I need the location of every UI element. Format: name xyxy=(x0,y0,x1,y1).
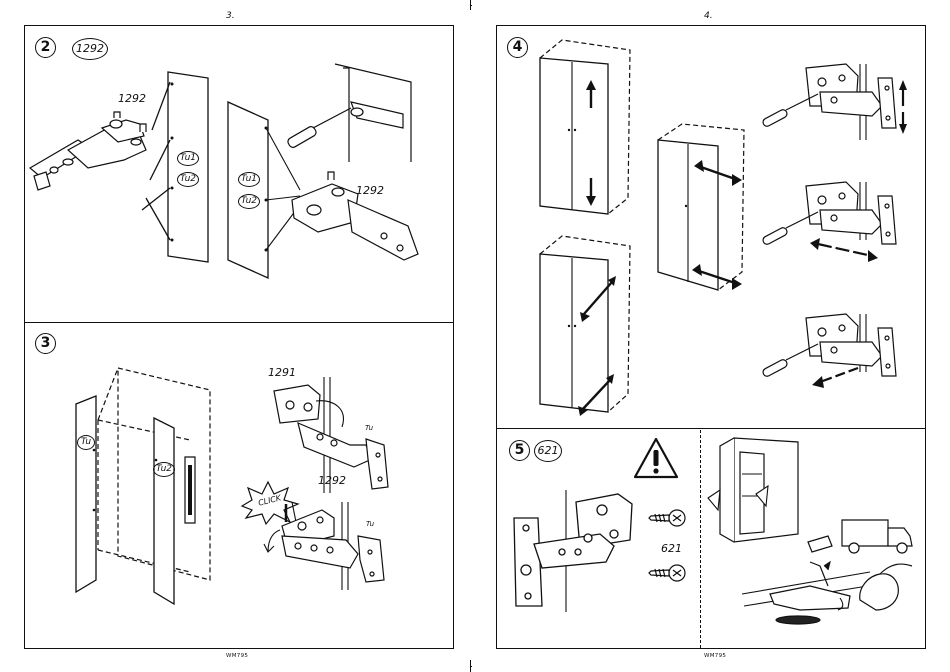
screw-code-label: 621 xyxy=(661,542,682,555)
hinge-icon xyxy=(268,375,403,495)
door-marker: Tu2 xyxy=(153,462,175,477)
page-right: 4. WM795 4 xyxy=(472,0,950,672)
door-panel xyxy=(140,70,220,270)
section-divider xyxy=(24,322,454,323)
hinge-icon xyxy=(506,488,636,613)
step-number: 2 xyxy=(35,37,56,58)
page-number: 4. xyxy=(704,11,713,21)
step-number: 5 xyxy=(509,440,530,461)
section-divider xyxy=(496,428,926,429)
page-footer: WM795 xyxy=(226,653,248,659)
hinge-marker: Tu1 xyxy=(177,151,199,166)
section-divider-dashed xyxy=(700,430,701,648)
hinge-marker: Tu1 xyxy=(238,172,260,187)
wardrobe-carcass xyxy=(70,360,220,605)
hinge-adjust-depth-icon xyxy=(760,312,910,397)
truck-icon xyxy=(806,512,921,557)
door-handle xyxy=(183,455,197,525)
screw-icon xyxy=(647,561,687,585)
part-code-badge: 1292 xyxy=(72,38,108,60)
hand-icon xyxy=(740,560,915,630)
hinge-icon xyxy=(262,500,402,595)
hinge-marker: Tu2 xyxy=(177,172,199,187)
wardrobe-open-icon xyxy=(706,436,802,546)
screwdriver-icon xyxy=(285,62,415,162)
step-number: 4 xyxy=(507,37,528,58)
door-marker: Tu xyxy=(77,435,95,450)
wardrobe-adjust-horizontal xyxy=(652,122,762,297)
wardrobe-adjust-depth xyxy=(532,234,642,416)
warning-triangle-icon xyxy=(632,436,680,480)
step-number: 3 xyxy=(35,333,56,354)
part-code-badge: 621 xyxy=(534,440,562,462)
hinge-adjust-vertical-icon xyxy=(760,62,910,142)
page-number: 3. xyxy=(226,11,235,21)
hinge-icon xyxy=(288,170,428,265)
wardrobe-adjust-vertical xyxy=(532,38,642,218)
screw-icon xyxy=(647,506,687,530)
hinge-adjust-horizontal-icon xyxy=(760,180,910,264)
hinge-marker: Tu2 xyxy=(238,194,260,209)
page-left: 3. WM795 2 1292 1292 1292 Tu1 Tu2 xyxy=(0,0,470,672)
page-footer: WM795 xyxy=(704,653,726,659)
